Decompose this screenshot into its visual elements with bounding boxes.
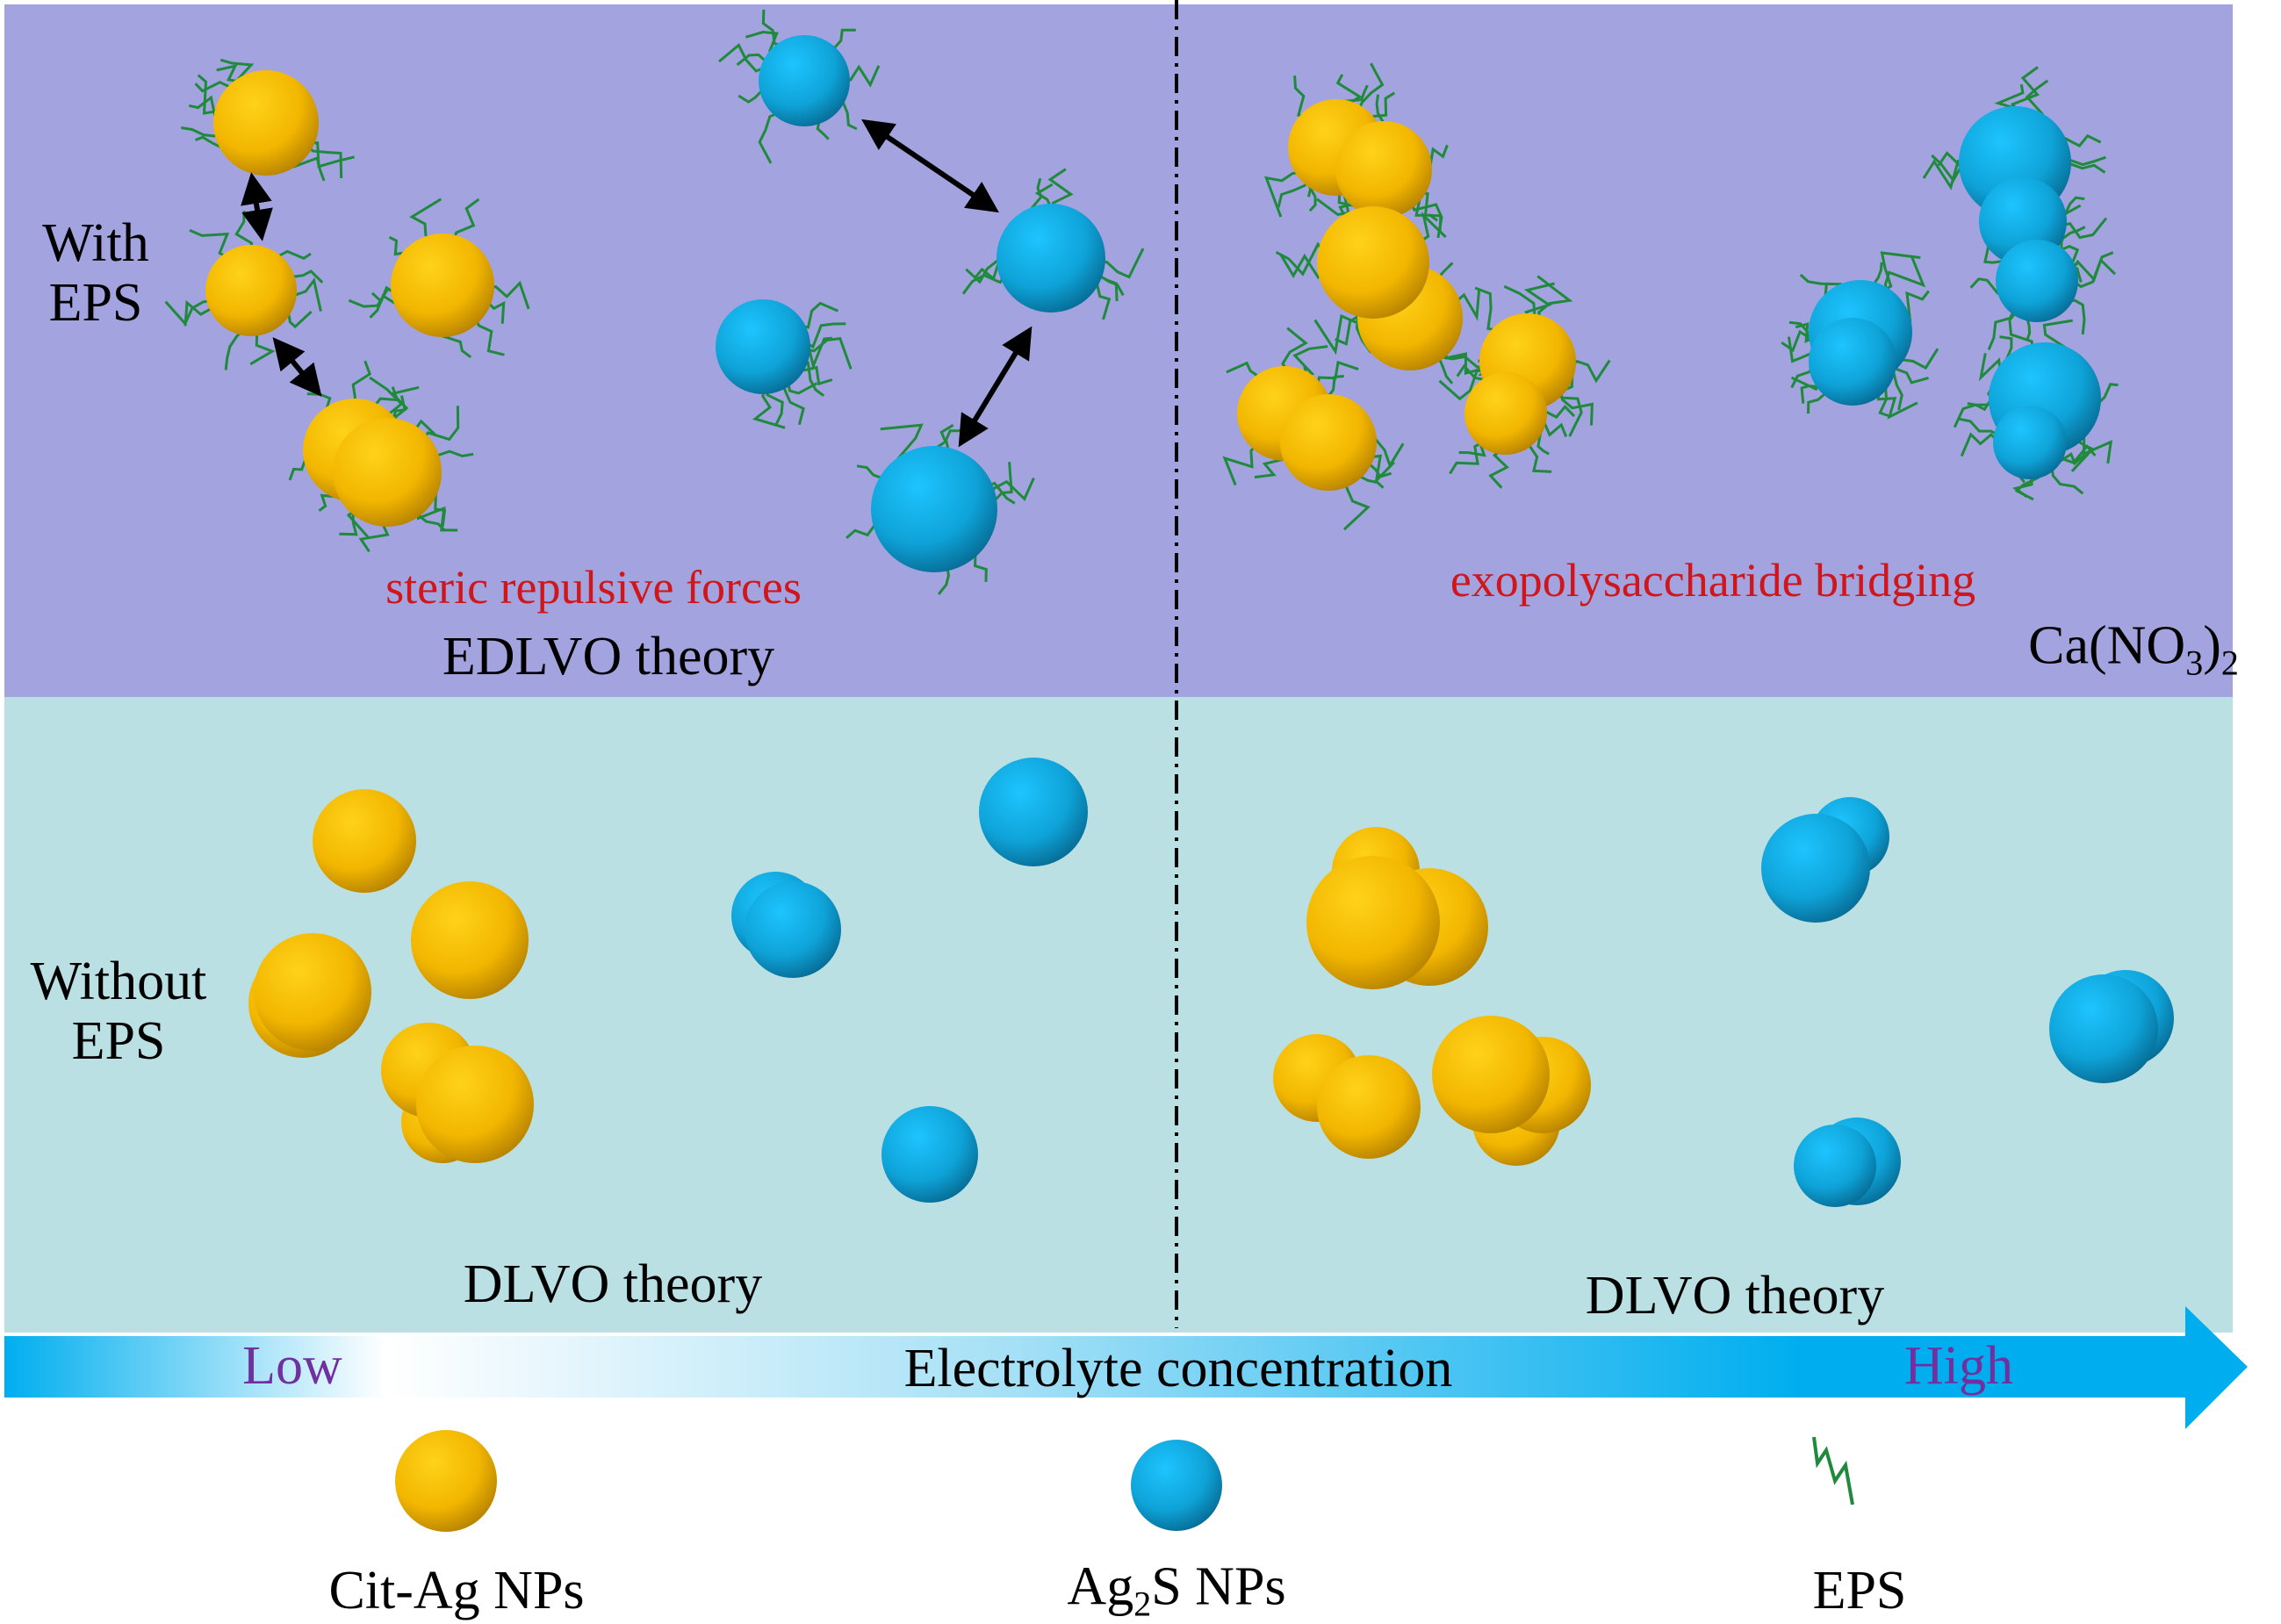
salt-text: ) bbox=[2203, 615, 2221, 676]
ag2s-nanoparticle bbox=[1809, 318, 1896, 406]
cit-ag-nanoparticle bbox=[1317, 206, 1429, 319]
blue-sphere-icon bbox=[1131, 1440, 1222, 1531]
eps-bridging-annotation: exopolysaccharide bridging bbox=[1450, 554, 1976, 607]
double-arrow bbox=[861, 119, 999, 213]
cit-ag-nanoparticle bbox=[213, 70, 319, 176]
legend-text: S NPs bbox=[1151, 1556, 1286, 1617]
salt-text: Ca(NO bbox=[2028, 615, 2186, 676]
legend-text: Ag bbox=[1067, 1556, 1134, 1617]
cit-ag-nanoparticle bbox=[411, 881, 529, 999]
eps-strand bbox=[1959, 417, 2002, 438]
salt-sub: 2 bbox=[2220, 643, 2239, 683]
double-arrow bbox=[958, 326, 1033, 448]
legend-sub: 2 bbox=[1133, 1584, 1152, 1624]
dlvo-theory-right-label: DLVO theory bbox=[1585, 1266, 1885, 1326]
ag2s-nanoparticle bbox=[871, 446, 997, 572]
with-eps-label: With EPS bbox=[42, 212, 149, 333]
ag2s-nanoparticle bbox=[759, 35, 850, 126]
ag2s-nanoparticle bbox=[881, 1106, 978, 1203]
legend-eps-label: EPS bbox=[1812, 1561, 1907, 1620]
eps-strand bbox=[1987, 305, 2018, 350]
cit-ag-nanoparticle bbox=[254, 933, 371, 1051]
electrolyte-concentration-label: Electrolyte concentration bbox=[903, 1339, 1453, 1398]
cit-ag-nanoparticle bbox=[333, 418, 442, 527]
ag2s-nanoparticle bbox=[716, 299, 810, 394]
ag2s-nanoparticle bbox=[979, 758, 1088, 866]
salt-label: Ca(NO3)2 bbox=[2028, 618, 2239, 680]
yellow-sphere-icon bbox=[395, 1430, 497, 1532]
eps-strand-icon bbox=[1812, 1436, 1854, 1505]
cit-ag-nanoparticle bbox=[391, 234, 494, 337]
salt-sub: 3 bbox=[2185, 643, 2204, 683]
cit-ag-nanoparticle bbox=[1432, 1016, 1550, 1133]
cit-ag-nanoparticle bbox=[313, 789, 416, 893]
ag2s-nanoparticle bbox=[1996, 240, 2078, 322]
high-label: High bbox=[1904, 1336, 2013, 1396]
cit-ag-nanoparticle bbox=[1317, 1055, 1421, 1159]
double-arrow bbox=[241, 172, 273, 241]
cit-ag-nanoparticle bbox=[1280, 394, 1377, 491]
cit-ag-nanoparticle bbox=[416, 1046, 534, 1163]
cit-ag-nanoparticle bbox=[1464, 372, 1547, 455]
ag2s-nanoparticle bbox=[997, 204, 1105, 313]
ag2s-nanoparticle bbox=[1794, 1125, 1876, 1207]
cit-ag-nanoparticle bbox=[205, 245, 297, 336]
electrolyte-gradient-arrow bbox=[4, 1306, 2248, 1429]
cit-ag-nanoparticle bbox=[1306, 856, 1440, 989]
dlvo-theory-left-label: DLVO theory bbox=[463, 1254, 763, 1314]
legend-cit-ag-label: Cit-Ag NPs bbox=[328, 1561, 585, 1620]
double-arrow bbox=[272, 337, 322, 397]
edlvo-theory-label: EDLVO theory bbox=[442, 627, 775, 686]
legend-ag2s-label: Ag2S NPs bbox=[1067, 1559, 1285, 1621]
without-eps-label: Without EPS bbox=[30, 951, 207, 1071]
ag2s-nanoparticle bbox=[1993, 406, 2067, 479]
steric-repulsion-annotation: steric repulsive forces bbox=[385, 561, 802, 614]
ag2s-nanoparticle bbox=[2049, 974, 2158, 1083]
ag2s-nanoparticle bbox=[1761, 814, 1870, 923]
interaction-arrows bbox=[241, 119, 1033, 448]
ag2s-nanoparticle bbox=[745, 881, 841, 978]
low-label: Low bbox=[242, 1336, 342, 1396]
cit-ag-nanoparticle bbox=[1335, 121, 1432, 218]
